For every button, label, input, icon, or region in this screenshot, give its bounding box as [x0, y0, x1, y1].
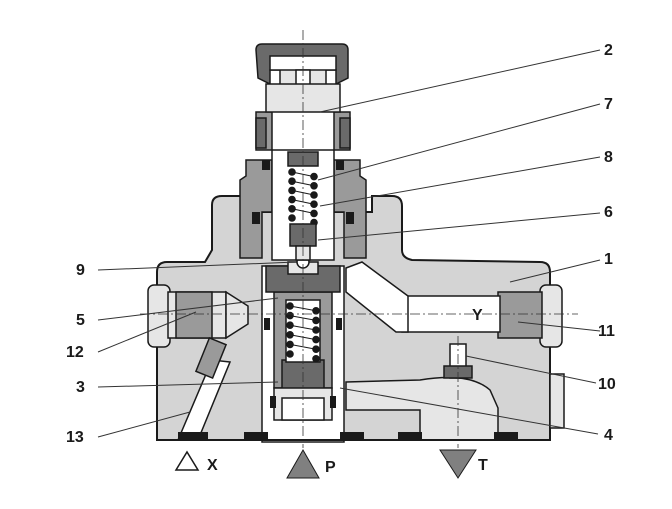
spring-coil — [288, 214, 296, 222]
seal-p-right — [340, 432, 364, 440]
oring-8 — [330, 396, 336, 408]
callout-6: 6 — [604, 204, 613, 221]
callout-10: 10 — [598, 376, 616, 393]
seal-t-left — [398, 432, 422, 440]
spring-coil — [312, 316, 320, 325]
callout-3: 3 — [76, 379, 85, 396]
oring-1 — [252, 212, 260, 224]
port-x-label: X — [207, 457, 218, 474]
port-y-label: Y — [472, 307, 483, 324]
right-plug — [539, 284, 563, 348]
spring-coil — [286, 350, 294, 358]
oring-3 — [262, 160, 270, 170]
callout-1: 1 — [604, 251, 613, 268]
leader-3 — [97, 381, 279, 388]
left-plug — [147, 284, 171, 348]
leader-10 — [465, 355, 597, 384]
seal-x — [178, 432, 208, 440]
leader-2 — [319, 49, 601, 113]
oring-2 — [346, 212, 354, 224]
leader-11 — [517, 321, 601, 332]
callout-4: 4 — [604, 427, 613, 444]
leader-4 — [339, 387, 599, 435]
port-p-triangle-icon — [286, 448, 320, 479]
callout-7: 7 — [604, 96, 613, 113]
oring-5 — [264, 318, 270, 330]
right-plug-body — [497, 291, 543, 339]
leader-12 — [97, 311, 197, 353]
leader-5 — [97, 297, 279, 321]
spring-coil — [312, 335, 320, 344]
spring-coil — [312, 355, 320, 363]
port-p-label: P — [325, 459, 336, 476]
left-plug-thread — [175, 291, 213, 339]
callout-9: 9 — [76, 262, 85, 279]
oring-6 — [336, 318, 342, 330]
oring-7 — [270, 396, 276, 408]
orifice-plug — [194, 336, 228, 380]
callout-2: 2 — [604, 42, 613, 59]
leader-9 — [97, 261, 297, 271]
callout-11: 11 — [598, 323, 615, 340]
sleeve-thread-left — [255, 117, 267, 149]
diagonal-channel — [345, 261, 409, 333]
leader-8 — [319, 156, 601, 207]
port-x-triangle-icon — [174, 450, 200, 471]
sleeve-thread-right — [339, 117, 351, 149]
callout-5: 5 — [76, 312, 85, 329]
callout-13: 13 — [66, 429, 84, 446]
callout-8: 8 — [604, 149, 613, 166]
seal-p-left — [244, 432, 268, 440]
leader-13 — [97, 411, 191, 438]
spring-wire — [289, 343, 317, 350]
port-t-triangle-icon — [439, 449, 477, 479]
side-block — [549, 373, 565, 429]
oring-4 — [336, 160, 344, 170]
leader-6 — [317, 212, 601, 241]
port-t-label: T — [478, 457, 488, 474]
leader-1 — [509, 259, 601, 283]
seal-t-right — [494, 432, 518, 440]
callout-12: 12 — [66, 344, 84, 361]
leader-7 — [317, 103, 601, 181]
